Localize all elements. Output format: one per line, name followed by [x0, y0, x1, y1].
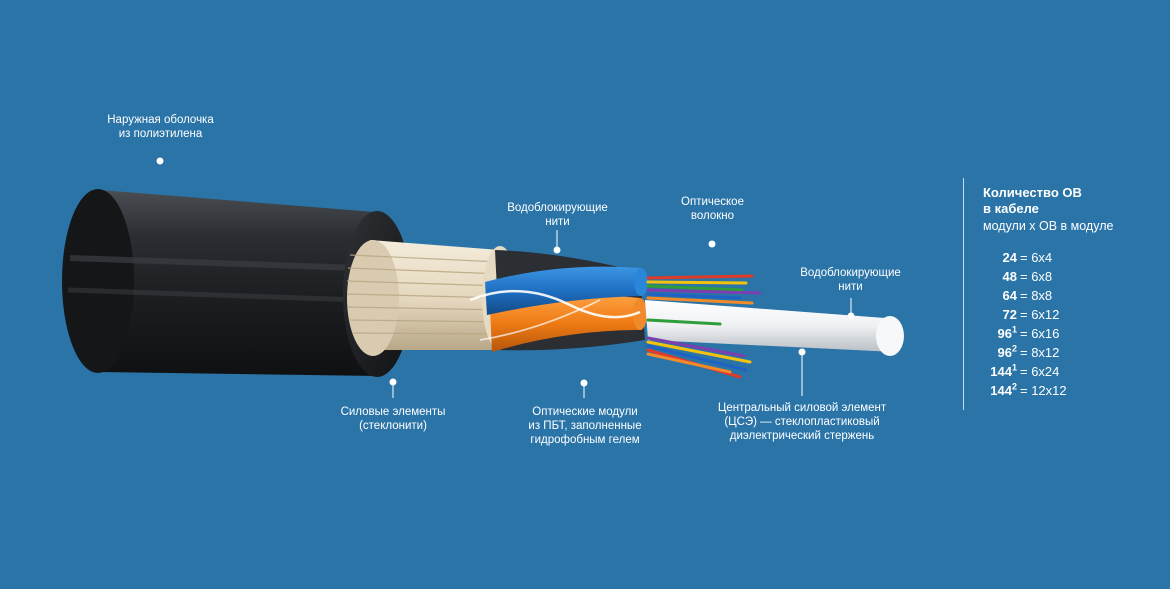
- spec-value: = 6х12: [1020, 307, 1060, 322]
- label-water-blocking-threads-1: Водоблокирующие нити: [507, 202, 608, 228]
- spec-footnote: 1: [1011, 324, 1017, 335]
- orange-module: [490, 295, 647, 352]
- panel-title: Количество ОВ в кабеле: [983, 185, 1082, 216]
- spec-value: = 6х4: [1020, 250, 1053, 265]
- central-rod: [645, 300, 904, 356]
- spec-footnote: 2: [1011, 381, 1017, 392]
- spec-value: = 6х24: [1020, 364, 1060, 379]
- spec-value: = 12х12: [1020, 383, 1067, 398]
- spec-row: 64= 8х8: [983, 286, 1163, 305]
- spec-count: 962: [997, 343, 1017, 360]
- label-outer-sheath: Наружная оболочка из полиэтилена: [107, 114, 214, 140]
- spec-row: 962= 8х12: [983, 343, 1163, 362]
- fiber-count-panel: Количество ОВ в кабеле модули х ОВ в мод…: [983, 185, 1163, 400]
- spec-count: 24: [1002, 250, 1017, 265]
- spec-row: 48= 6х8: [983, 267, 1163, 286]
- spec-count: 961: [997, 324, 1017, 341]
- label-strength-members: Силовые элементы (стеклонити): [340, 406, 446, 432]
- leader-lines: [156, 157, 855, 398]
- spec-value: = 6х16: [1020, 326, 1060, 341]
- spec-row: 72= 6х12: [983, 305, 1163, 324]
- spec-row: 1442= 12х12: [983, 381, 1163, 400]
- panel-subtitle: модули х ОВ в модуле: [983, 219, 1114, 233]
- label-central-member: Центральный силовой элемент (ЦСЭ) — стек…: [717, 402, 887, 442]
- spec-value: = 8х8: [1020, 288, 1053, 303]
- spec-count: 64: [1002, 288, 1017, 303]
- spec-footnote: 2: [1011, 343, 1017, 354]
- label-optical-fiber: Оптическое волокно: [681, 196, 744, 222]
- spec-count: 48: [1002, 269, 1017, 284]
- spec-row: 1441= 6х24: [983, 362, 1163, 381]
- spec-footnote: 1: [1011, 362, 1017, 373]
- spec-row: 24= 6х4: [983, 248, 1163, 267]
- blue-module: [485, 266, 648, 315]
- panel-divider: [963, 178, 964, 410]
- optical-fibers: [646, 274, 762, 379]
- spec-value: = 8х12: [1020, 345, 1060, 360]
- water-blocking-thread: [469, 289, 641, 319]
- spec-value: = 6х8: [1020, 269, 1053, 284]
- spec-count: 72: [1002, 307, 1017, 322]
- label-water-blocking-threads-2: Водоблокирующие нити: [800, 267, 901, 293]
- spec-row: 961= 6х16: [983, 324, 1163, 343]
- spec-count: 1441: [990, 362, 1017, 379]
- label-optical-modules: Оптические модули из ПБТ, заполненные ги…: [528, 406, 642, 446]
- spec-count: 1442: [990, 381, 1017, 398]
